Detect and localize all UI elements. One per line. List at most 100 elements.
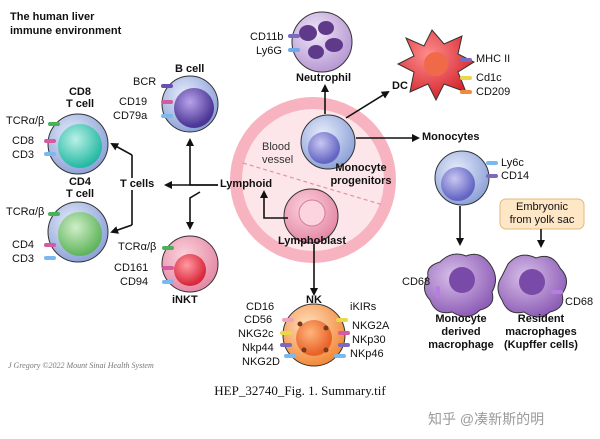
- nk-marker-nkg2a: [338, 331, 350, 335]
- neutrophil-marker-cd11b-label: CD11b: [250, 31, 284, 43]
- nk-marker-cd56: [280, 331, 292, 335]
- resident-macrophage-label: Resident macrophages (Kupffer cells): [496, 313, 586, 352]
- monocyte-marker-cd14: [486, 174, 498, 178]
- monocytes-label: Monocytes: [422, 131, 480, 143]
- dc-marker-cd209-label: CD209: [476, 86, 511, 98]
- dc-marker-cd1c-label: Cd1c: [476, 72, 502, 84]
- dc-marker-mhcii: [460, 58, 472, 62]
- arrow-to-dc: [345, 90, 390, 119]
- cd8-marker-tcr: [48, 122, 60, 126]
- nk-left-nkg2c-label: NKG2c: [238, 328, 274, 340]
- cd8-marker-cd8-label: CD8: [12, 135, 35, 147]
- cd8-marker-cd3: [44, 152, 56, 156]
- nk-label: NK: [306, 294, 322, 306]
- progenitors-line-1: Monocyte: [335, 162, 387, 174]
- mdm-line-3: macrophage: [428, 339, 494, 351]
- nk-marker-nkp30: [338, 343, 350, 347]
- inkt-marker-cd94: [162, 280, 174, 284]
- nk-marker-ikirs: [336, 318, 348, 322]
- resident-macrophage-cell: [497, 254, 567, 318]
- neutrophil-marker-ly6g: [288, 48, 300, 52]
- title-line-1: The human liver: [10, 11, 95, 23]
- cd4-marker-tcr-label: TCRα/β: [6, 206, 45, 218]
- cd4-label: CD4 T cell: [58, 176, 102, 200]
- nk-marker-nkg2c: [280, 343, 292, 347]
- figure-caption: HEP_32740_Fig. 1. Summary.tif: [214, 383, 386, 398]
- resident-marker-cd68-label: CD68: [565, 296, 594, 308]
- bcell-marker-cd19-label: CD19: [119, 96, 148, 108]
- dc-marker-cd209: [460, 90, 472, 94]
- cd4-marker-cd3-label: CD3: [12, 253, 35, 265]
- bcell-marker-bcr: [161, 84, 173, 88]
- blood-vessel-label: Blood vessel: [262, 141, 293, 167]
- title-line-2: immune environment: [10, 25, 122, 37]
- bcell-marker-cd19: [161, 100, 173, 104]
- cd4-marker-cd4-label: CD4: [12, 239, 35, 251]
- nk-right-nkp30-label: NKp30: [352, 334, 386, 346]
- cd8-marker-cd8: [44, 139, 56, 143]
- nk-marker-nkp44: [284, 354, 296, 358]
- yolk-line-1: Embryonic: [516, 201, 568, 213]
- dendritic-cell: [396, 29, 476, 102]
- cd8-label: CD8 T cell: [58, 86, 102, 110]
- yolk-sac-label: Embryonic from yolk sac: [500, 201, 584, 227]
- mdm-line-2: derived: [441, 326, 481, 338]
- nk-marker-nkp46: [334, 354, 346, 358]
- vessel-line-1: Blood: [262, 141, 291, 153]
- diagram-title: The human liver immune environment: [10, 10, 121, 38]
- inkt-marker-tcr: [162, 246, 174, 250]
- nk-right-ikirs-label: iKIRs: [350, 301, 377, 313]
- cd4-t-cell: [44, 201, 109, 263]
- monocyte-derived-macrophage-cell: [424, 253, 496, 317]
- monocyte-progenitor-cell: [300, 114, 356, 170]
- bcell-label: B cell: [175, 63, 205, 75]
- monocyte-cell: [434, 150, 498, 206]
- arrow-to-cd4: [110, 224, 133, 234]
- neutrophil-marker-cd11b: [288, 34, 300, 38]
- nk-marker-cd16: [282, 318, 294, 322]
- nk-left-cd16-label: CD16: [246, 301, 275, 313]
- yolk-sac-box: [499, 198, 585, 230]
- tcells-label: T cells: [118, 178, 157, 190]
- cd8-line-2: T cell: [65, 98, 95, 110]
- resident-line-1: Resident: [517, 313, 565, 325]
- neutrophil-marker-ly6g-label: Ly6G: [256, 45, 282, 57]
- arrow-lymphoblast-to-lymphoid: [260, 190, 288, 219]
- nk-right-nkp46-label: NKp46: [350, 348, 384, 360]
- inkt-label: iNKT: [172, 294, 198, 306]
- inkt-marker-cd161-label: CD161: [114, 262, 149, 274]
- bcell-marker-cd79a: [161, 114, 173, 118]
- monocyte-derived-macrophage-label: Monocyte derived macrophage: [418, 313, 504, 352]
- cd8-line-1: CD8: [68, 86, 91, 98]
- inkt-marker-cd94-label: CD94: [120, 276, 149, 288]
- nk-left-nkp44-label: Nkp44: [242, 342, 274, 354]
- monocyte-marker-ly6c-label: Ly6c: [501, 157, 524, 169]
- resident-line-2: macrophages: [505, 326, 577, 338]
- cd4-line-1: CD4: [68, 176, 91, 188]
- cd4-marker-cd3: [44, 256, 56, 260]
- nk-cell: [280, 303, 350, 367]
- resident-marker-cd68: [551, 290, 563, 294]
- monocyte-marker-cd14-label: CD14: [501, 170, 530, 182]
- dc-marker-mhcii-label: MHC II: [476, 53, 511, 65]
- vessel-line-2: vessel: [262, 154, 294, 166]
- dc-label: DC: [392, 80, 408, 92]
- inkt-marker-tcr-label: TCRα/β: [118, 241, 157, 253]
- monocyte-progenitors-label: Monocyte progenitors: [326, 162, 396, 188]
- arrow-to-cd8: [110, 143, 133, 156]
- cd8-t-cell: [44, 113, 109, 175]
- cd4-line-2: T cell: [65, 188, 95, 200]
- nk-left-nkg2d-label: NKG2D: [242, 356, 280, 368]
- arrow-to-inkt: [186, 191, 201, 230]
- bcell-marker-cd79a-label: CD79a: [113, 110, 148, 122]
- neutrophil-cell: [288, 11, 353, 73]
- lymphoid-label: Lymphoid: [220, 178, 273, 190]
- inkt-marker-cd161: [162, 266, 174, 270]
- bcell-marker-bcr-label: BCR: [133, 76, 157, 88]
- mdm-line-1: Monocyte: [435, 313, 487, 325]
- cd8-marker-tcr-label: TCRα/β: [6, 115, 45, 127]
- lymphoblast-cell: [283, 188, 339, 244]
- monocyte-marker-ly6c: [486, 161, 498, 165]
